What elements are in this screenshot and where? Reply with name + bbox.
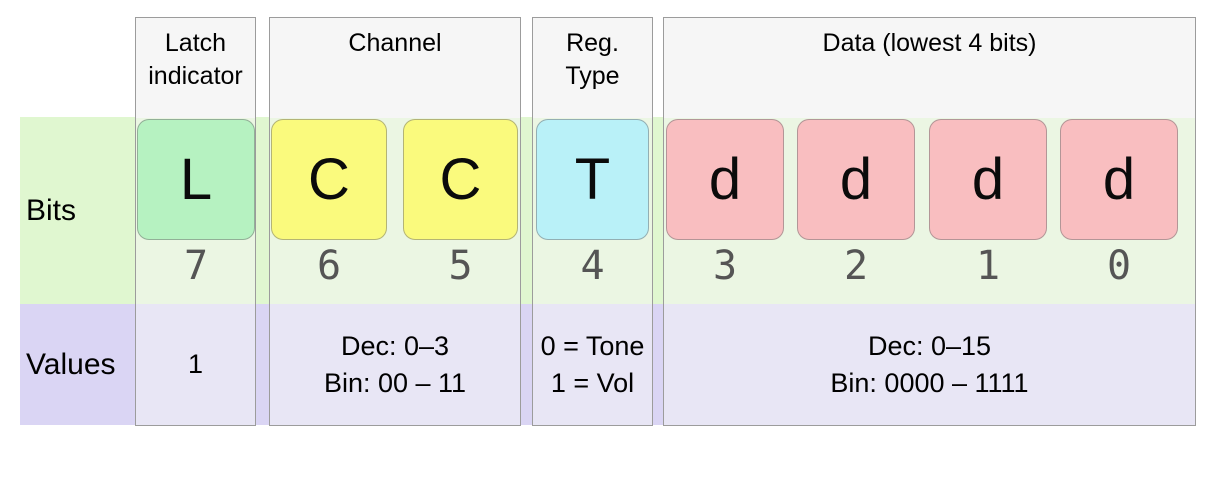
value-line: Dec: 0–3 — [340, 330, 450, 361]
header-line: indicator — [148, 62, 243, 90]
values-row-label: Values — [26, 347, 116, 381]
value-cell-reg-type: 0 = Tone 1 = Vol — [533, 304, 652, 425]
header-line: Latch — [164, 29, 227, 57]
bit-letter-4: T — [574, 147, 611, 212]
bit-letter-6: C — [308, 147, 350, 212]
value-line: 0 = Tone — [540, 330, 645, 361]
bit-number-7: 7 — [183, 243, 209, 289]
bit-box-7: L — [137, 119, 255, 240]
bit-letter-7: L — [179, 147, 213, 212]
header-line: Reg. — [566, 29, 619, 57]
bit-number-3: 3 — [712, 243, 738, 289]
bit-letter-1: d — [971, 147, 1005, 212]
column-header-reg-type: Reg. Type — [533, 18, 652, 93]
value-line: 1 — [187, 349, 204, 379]
value-cell-data: Dec: 0–15 Bin: 0000 – 1111 — [664, 304, 1195, 425]
bit-number-5: 5 — [448, 243, 473, 289]
header-line: Type — [565, 62, 620, 90]
bit-box-6: C — [271, 119, 387, 240]
column-header-channel: Channel — [270, 18, 520, 60]
bit-box-3: d — [666, 119, 784, 240]
bit-number-2: 2 — [843, 243, 869, 289]
bit-number-6: 6 — [316, 243, 342, 289]
bit-box-1: d — [929, 119, 1047, 240]
bit-number-1: 1 — [975, 243, 1001, 289]
bit-number-4: 4 — [580, 243, 605, 289]
bit-number-0: 0 — [1106, 243, 1132, 289]
bit-letter-5: C — [439, 147, 482, 212]
value-line: Dec: 0–15 — [867, 330, 992, 361]
bit-box-0: d — [1060, 119, 1178, 240]
bits-row-label: Bits — [26, 193, 77, 227]
bit-letter-0: d — [1102, 147, 1136, 212]
bit-box-4: T — [536, 119, 649, 240]
bit-box-5: C — [403, 119, 518, 240]
value-line: 1 = Vol — [550, 367, 635, 398]
column-header-latch-indicator: Latch indicator — [136, 18, 255, 93]
value-line: Bin: 00 – 11 — [323, 367, 467, 398]
value-cell-latch: 1 — [136, 304, 255, 425]
value-line: Bin: 0000 – 1111 — [830, 367, 1029, 398]
bit-letter-2: d — [839, 147, 873, 212]
bit-box-2: d — [797, 119, 915, 240]
column-header-data: Data (lowest 4 bits) — [664, 18, 1195, 60]
value-cell-channel: Dec: 0–3 Bin: 00 – 11 — [270, 304, 520, 425]
bit-letter-3: d — [708, 147, 742, 212]
header-line: Data (lowest 4 bits) — [822, 29, 1037, 57]
header-line: Channel — [348, 29, 442, 57]
